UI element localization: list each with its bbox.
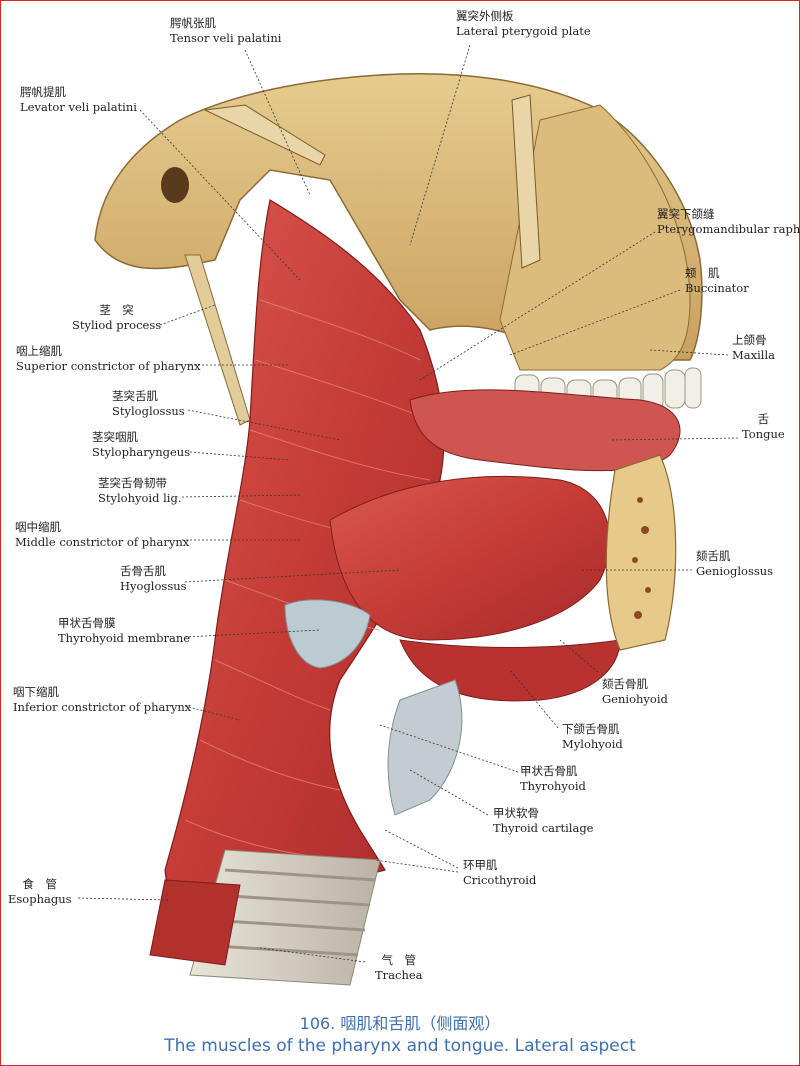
label-en: Thyroid cartilage — [493, 821, 594, 835]
label-mylohyoid: 下颌舌骨肌 Mylohyoid — [562, 722, 623, 752]
label-en: Tongue — [742, 427, 785, 441]
label-cricothyroid: 环甲肌 Cricothyroid — [463, 858, 536, 888]
label-en: Superior constrictor of pharynx — [16, 359, 201, 373]
label-zh: 上颌骨 — [732, 333, 767, 347]
label-zh: 下颌舌骨肌 — [562, 722, 620, 736]
styloid-process-bone — [184, 254, 251, 426]
esophagus — [149, 879, 241, 966]
label-levator-veli-palatini: 腭帆提肌 Levator veli palatini — [20, 85, 137, 115]
leader-lines — [77, 44, 739, 963]
label-en: Thyrohyoid membrane — [58, 631, 191, 645]
label-zh: 舌骨舌肌 — [120, 564, 166, 578]
maxilla-bone — [499, 104, 691, 371]
label-thyrohyoid-membrane: 甲状舌骨膜 Thyrohyoid membrane — [58, 616, 190, 646]
label-zh: 咽上缩肌 — [16, 344, 62, 358]
label-en: Buccinator — [685, 281, 749, 295]
label-en: Genioglossus — [696, 564, 774, 578]
label-zh: 环甲肌 — [463, 858, 498, 872]
label-zh: 茎突舌肌 — [112, 389, 158, 403]
zygomatic-cut — [203, 104, 326, 166]
label-en: Styloglossus — [112, 404, 185, 418]
thyroid-cartilage — [387, 679, 463, 816]
anatomy-illustration — [77, 44, 739, 986]
label-zh: 颊 肌 — [685, 266, 720, 280]
label-en: Inferior constrictor of pharynx — [13, 700, 192, 714]
thyrohyoid-membrane — [284, 599, 371, 669]
label-zh: 舌 — [757, 412, 770, 426]
label-en: Esophagus — [8, 892, 72, 906]
label-buccinator: 颊 肌 Buccinator — [685, 266, 749, 296]
label-en: Pterygomandibular raphe — [657, 222, 800, 236]
label-en: Mylohyoid — [562, 737, 623, 751]
label-zh: 茎突舌骨韧带 — [98, 476, 167, 490]
label-inferior-constrictor: 咽下缩肌 Inferior constrictor of pharynx — [13, 685, 191, 715]
label-en: Cricothyroid — [463, 873, 537, 887]
label-lateral-pterygoid-plate: 翼突外侧板 Lateral pterygoid plate — [456, 9, 591, 39]
mandible-marrow — [632, 497, 651, 619]
label-en: Trachea — [375, 968, 423, 982]
label-en: Geniohyoid — [602, 692, 668, 706]
label-zh: 腭帆张肌 — [170, 16, 216, 30]
label-en: Maxilla — [732, 348, 776, 362]
label-genioglossus: 颏舌肌 Genioglossus — [696, 549, 773, 579]
label-styloid-process: 茎 突 Styliod process — [72, 303, 161, 333]
label-en: Tensor veli palatini — [170, 31, 282, 45]
label-esophagus: 食 管 Esophagus — [8, 877, 72, 907]
label-zh: 翼突下颌缝 — [657, 207, 715, 221]
label-thyroid-cartilage: 甲状软骨 Thyroid cartilage — [493, 806, 594, 836]
tongue-muscle — [409, 389, 681, 472]
label-zh: 甲状软骨 — [493, 806, 539, 820]
label-maxilla: 上颌骨 Maxilla — [732, 333, 775, 363]
label-trachea: 气 管 Trachea — [375, 953, 423, 983]
figure-caption: 106. 咽肌和舌肌（侧面观） The muscles of the phary… — [0, 1013, 800, 1057]
label-en: Middle constrictor of pharynx — [15, 535, 190, 549]
label-zh: 食 管 — [22, 877, 58, 891]
bone-section-cut — [511, 94, 541, 269]
label-hyoglossus: 舌骨舌肌 Hyoglossus — [120, 564, 187, 594]
label-zh: 颏舌肌 — [696, 549, 731, 563]
mandible-section — [605, 454, 677, 651]
label-thyrohyoid: 甲状舌骨肌 Thyrohyoid — [520, 764, 586, 794]
label-zh: 腭帆提肌 — [20, 85, 66, 99]
label-zh: 茎突咽肌 — [92, 430, 138, 444]
label-tensor-veli-palatini: 腭帆张肌 Tensor veli palatini — [170, 16, 281, 46]
pharyngeal-constrictor-muscles — [164, 199, 445, 911]
label-zh: 颏舌骨肌 — [602, 677, 648, 691]
label-styloglossus: 茎突舌肌 Styloglossus — [112, 389, 185, 419]
label-zh: 甲状舌骨肌 — [520, 764, 578, 778]
trachea-rings — [189, 849, 381, 986]
hyoglossus-genioglossus — [329, 475, 611, 641]
label-en: Levator veli palatini — [20, 100, 137, 114]
label-en: Thyrohyoid — [520, 779, 586, 793]
caption-english-title: The muscles of the pharynx and tongue. L… — [164, 1036, 636, 1056]
label-zh: 咽中缩肌 — [15, 520, 61, 534]
label-geniohyoid: 颏舌骨肌 Geniohyoid — [602, 677, 668, 707]
label-middle-constrictor: 咽中缩肌 Middle constrictor of pharynx — [15, 520, 189, 550]
label-tongue: 舌 Tongue — [742, 412, 785, 442]
label-superior-constrictor: 咽上缩肌 Superior constrictor of pharynx — [16, 344, 201, 374]
label-stylopharyngeus: 茎突咽肌 Stylopharyngeus — [92, 430, 190, 460]
caption-number-title: 106. 咽肌和舌肌（侧面观） — [299, 1014, 501, 1033]
label-en: Styliod process — [72, 318, 162, 332]
label-zh: 茎 突 — [99, 303, 134, 317]
label-zh: 咽下缩肌 — [13, 685, 59, 699]
label-zh: 甲状舌骨膜 — [58, 616, 116, 630]
label-en: Lateral pterygoid plate — [456, 24, 591, 38]
label-en: Stylopharyngeus — [92, 445, 191, 459]
bone-foramen — [161, 167, 189, 203]
label-zh: 翼突外侧板 — [456, 9, 514, 23]
label-en: Stylohyoid lig. — [98, 491, 182, 505]
label-stylohyoid-lig: 茎突舌骨韧带 Stylohyoid lig. — [98, 476, 182, 506]
label-pterygomandibular-raphe: 翼突下颌缝 Pterygomandibular raphe — [657, 207, 800, 237]
label-en: Hyoglossus — [120, 579, 187, 593]
label-zh: 气 管 — [381, 953, 417, 967]
